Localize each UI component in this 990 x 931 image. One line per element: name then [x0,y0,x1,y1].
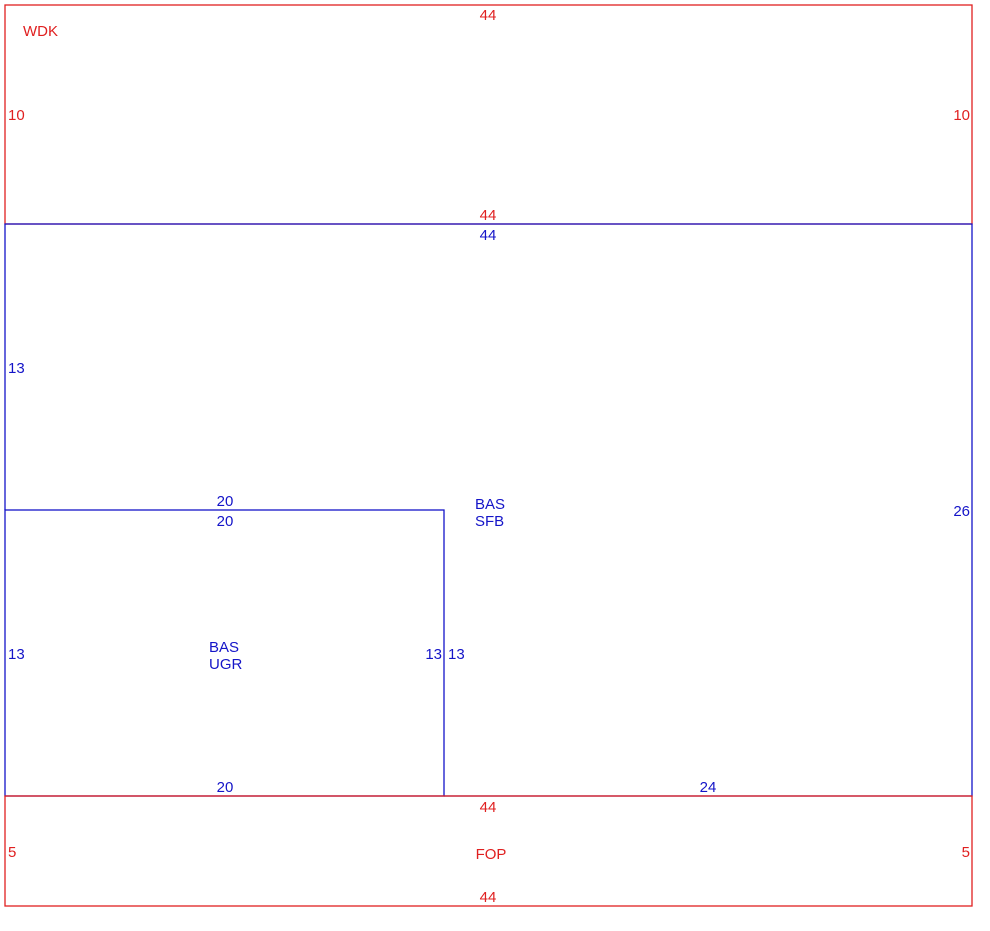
sfb-right-dimension: 26 [953,503,970,520]
ugr-left-dimension: 13 [8,646,25,663]
sfb-name-line-1: BAS [475,496,505,513]
wdk-area [4,4,973,225]
wdk-left-dimension: 10 [8,107,25,124]
fop-outline [4,795,973,907]
wdk-bottom-dimension: 44 [480,207,497,224]
ugr-bottom-dimension: 20 [217,779,234,796]
sfb-name-line-2: SFB [475,513,504,530]
wdk-outline [4,4,973,225]
fop-left-dimension: 5 [8,844,16,861]
fop-area [4,795,973,907]
wdk-top-dimension: 44 [480,7,497,24]
sfb-bottom-dimension: 24 [700,779,717,796]
sfb-left-dimension: 13 [8,360,25,377]
wdk-name: WDK [23,23,58,40]
sfb-top-dimension: 44 [480,227,497,244]
wdk-right-dimension: 10 [953,107,970,124]
ugr-name-line-1: BAS [209,639,239,656]
ugr-right-dimension: 13 [425,646,442,663]
fop-name: FOP [476,846,507,863]
fop-right-dimension: 5 [962,844,970,861]
fop-bottom-dimension: 44 [480,889,497,906]
ugr-name-line-2: UGR [209,656,243,673]
sfb-notch-top-dimension: 20 [217,493,234,510]
ugr-top-dimension: 20 [217,513,234,530]
fop-top-dimension: 44 [480,799,497,816]
sfb-notch-right-dimension: 13 [448,646,465,663]
